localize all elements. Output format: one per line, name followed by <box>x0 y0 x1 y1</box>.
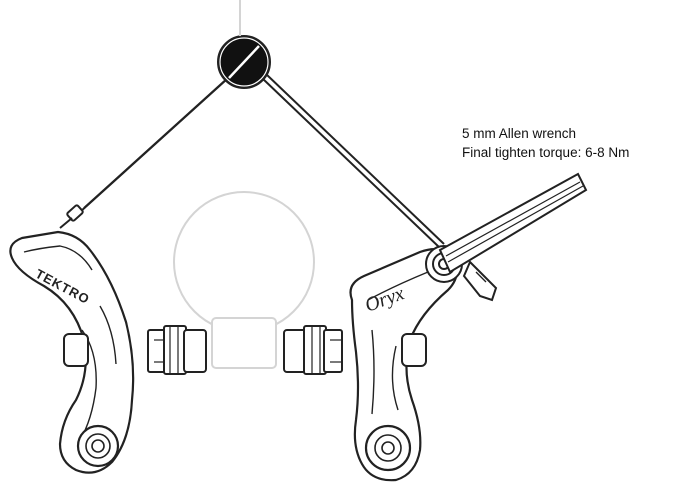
straddle-cable <box>79 73 445 249</box>
wheel-ghost <box>173 0 315 369</box>
tool-label: 5 mm Allen wrench <box>462 126 577 141</box>
left-brake-arm <box>9 230 135 474</box>
torque-label: Final tighten torque: 6-8 Nm <box>462 145 630 160</box>
right-brake-pad <box>283 325 427 375</box>
instruction-callout: 5 mm Allen wrench Final tighten torque: … <box>462 124 629 162</box>
allen-wrench-icon <box>438 172 588 274</box>
cable-end-ferrule <box>59 204 84 229</box>
cable-carrier-icon <box>217 26 271 89</box>
left-brake-pad <box>63 325 207 375</box>
